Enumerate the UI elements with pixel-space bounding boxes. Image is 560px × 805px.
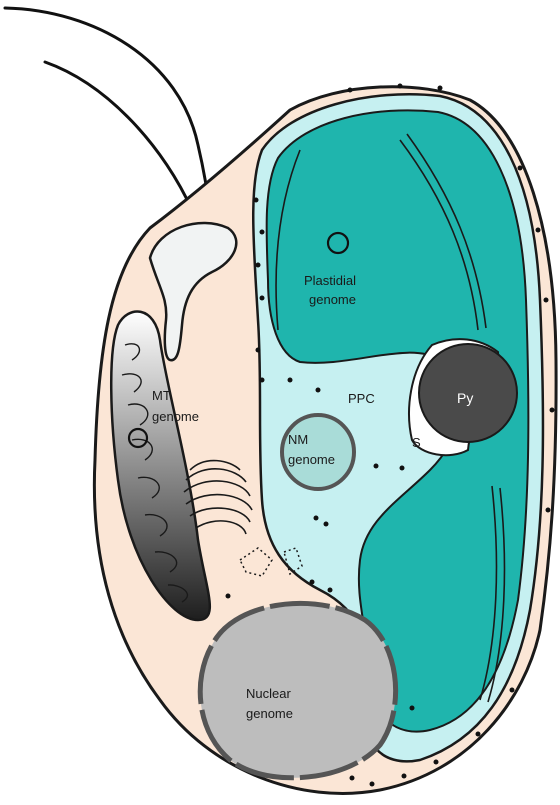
starch-label: S [412, 435, 421, 450]
plastidial-genome-label-1: Plastidial [304, 273, 356, 288]
nucleus [200, 603, 395, 777]
nm-genome-label-2: genome [288, 452, 335, 467]
ppc-label: PPC [348, 391, 375, 406]
mt-genome-label-1: MT [152, 388, 171, 403]
pyrenoid-label: Py [457, 390, 473, 406]
nuclear-genome-label-1: Nuclear [246, 686, 291, 701]
plastidial-genome-label-2: genome [309, 292, 356, 307]
mt-genome-label-2: genome [152, 409, 199, 424]
nuclear-genome-label-2: genome [246, 706, 293, 721]
nm-genome-label-1: NM [288, 432, 308, 447]
